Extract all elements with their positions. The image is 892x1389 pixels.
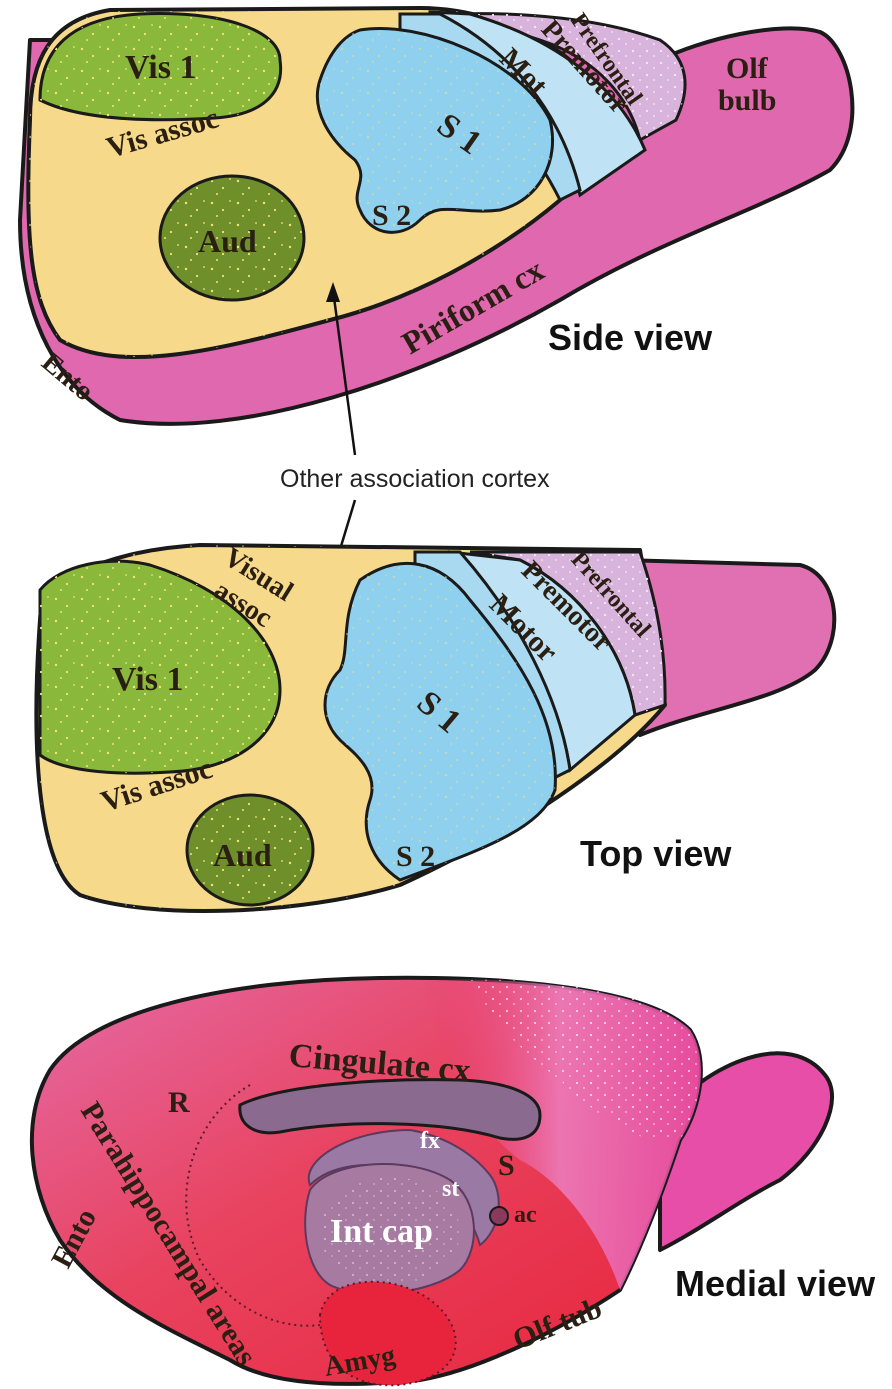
top-aud-label: Aud (213, 837, 272, 873)
side-view: Vis 1 Vis assoc Aud S 1 S 2 Mot Premotor… (20, 8, 852, 424)
medial-r-label: R (168, 1086, 190, 1119)
top-s2-label: S 2 (396, 840, 435, 873)
medial-view: Cingulate cx R S fx st ac Int cap Parahi… (32, 975, 876, 1385)
medial-ac-label: ac (514, 1202, 537, 1228)
medial-ac-marker (490, 1207, 508, 1225)
side-olf-bulb-label-1: Olf (726, 52, 769, 85)
medial-int-cap-label: Int cap (330, 1213, 433, 1250)
medial-view-title: Medial view (675, 1263, 876, 1304)
top-view-title: Top view (580, 833, 732, 874)
side-view-title: Side view (548, 317, 713, 358)
side-vis1-label: Vis 1 (125, 49, 196, 86)
medial-st-label: st (442, 1176, 459, 1202)
side-aud-label: Aud (198, 223, 257, 259)
medial-fx-label: fx (420, 1128, 440, 1154)
side-olf-bulb-label-2: bulb (718, 84, 776, 117)
callout-text: Other association cortex (280, 465, 550, 493)
side-s2-label: S 2 (372, 199, 411, 232)
top-view: Visual assoc Vis 1 Vis assoc Aud S 1 S 2… (30, 540, 834, 930)
medial-s-label: S (498, 1149, 515, 1182)
top-vis1-label: Vis 1 (112, 661, 183, 698)
